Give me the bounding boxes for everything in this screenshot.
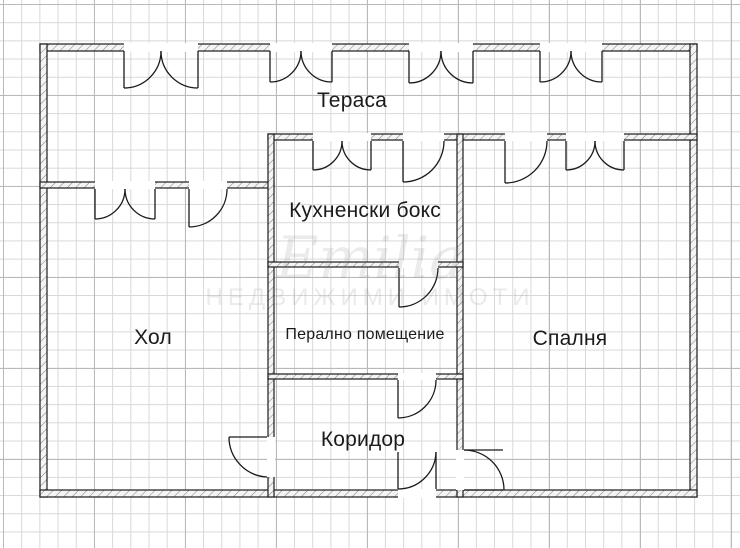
door-bedroom-koridor [463,449,505,491]
door-terrace-1 [123,50,199,89]
wall-kitchen-left [267,133,275,498]
room-label-koridor: Коридор [320,428,406,451]
room-label-terasa: Тераса [316,89,388,112]
door-hol-1 [94,188,156,220]
room-label-laundry: Перално помещение [285,326,445,343]
room-label-hol: Хол [134,326,172,349]
door-kitchen-1 [312,140,372,171]
door-terrace-3 [408,50,474,84]
door-hol-koridor [228,436,268,478]
room-label-spalnya: Спалня [532,327,608,350]
door-bedroom-1 [504,140,548,184]
wall-kitchen-laundry-divider [267,261,464,268]
door-hol-2 [188,188,228,228]
wall-laundry-koridor-divider [267,373,464,380]
door-kitchen-2 [402,140,445,183]
door-terrace-4 [539,50,603,83]
door-bedroom-2 [565,140,625,171]
wall-outer-right [689,43,698,498]
door-koridor-bottom [397,451,437,490]
wall-outer-bottom [39,489,698,498]
door-terrace-2 [269,50,333,83]
door-laundry [398,267,439,308]
opening-gaps [95,43,624,498]
wall-terrace-hol-divider [39,181,275,189]
room-label-kitchen: Кухненски бокс [289,199,441,222]
door-symbols [94,50,625,491]
wall-outer-left [39,43,48,498]
door-koridor-1 [397,379,437,419]
wall-group [39,43,698,498]
wall-kitchen-right [456,133,464,498]
